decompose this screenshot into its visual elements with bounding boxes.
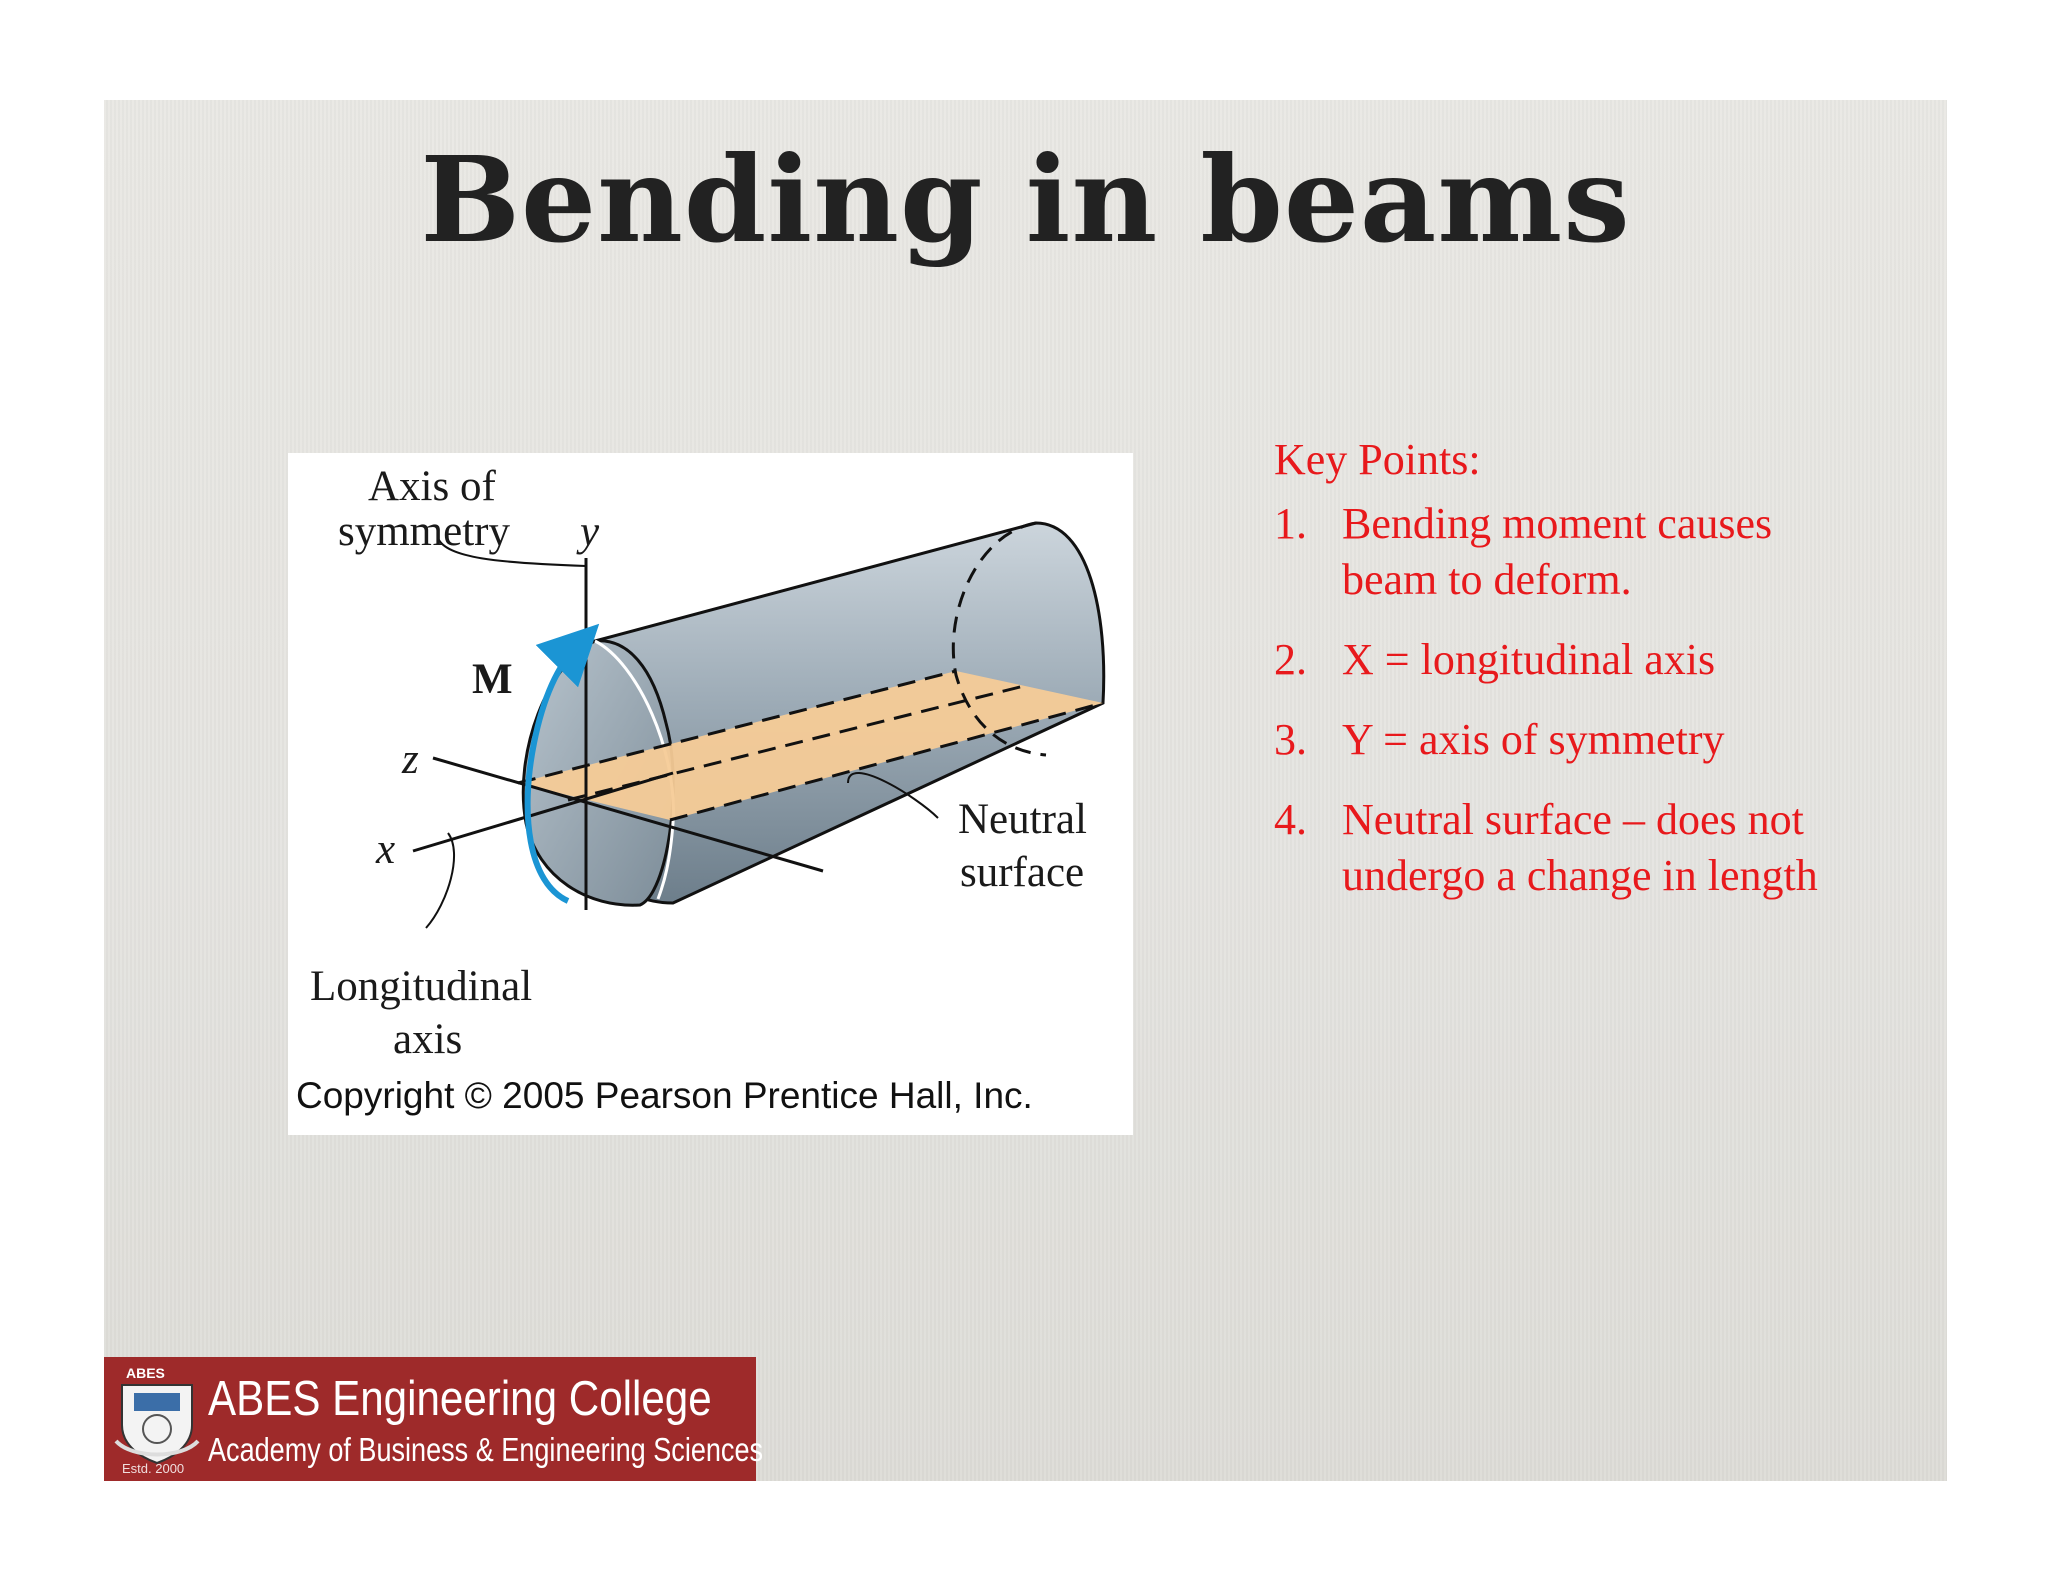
label-z: z — [401, 736, 419, 783]
crest-icon — [114, 1384, 200, 1465]
key-point-text: Neutral surface – does not undergo a cha… — [1342, 795, 1818, 900]
key-points-list: 1. Bending moment causes beam to deform.… — [1274, 496, 1834, 904]
key-point-number: 3. — [1274, 715, 1307, 764]
figure-copyright: Copyright © 2005 Pearson Prentice Hall, … — [296, 1075, 1033, 1116]
label-neutral: Neutral — [958, 796, 1087, 843]
label-axis: axis — [393, 1016, 462, 1063]
x-axis-line — [412, 771, 674, 853]
key-point-item: 4. Neutral surface – does not undergo a … — [1274, 792, 1834, 904]
key-points: Key Points: 1. Bending moment causes bea… — [1274, 432, 1834, 928]
beam-diagram: Axis of symmetry y M z x Neutral surface… — [310, 463, 1106, 1063]
college-subtitle: Academy of Business & Engineering Scienc… — [208, 1431, 764, 1468]
key-point-item: 3. Y = axis of symmetry — [1274, 712, 1834, 768]
label-axis-of: Axis of — [368, 463, 496, 510]
key-point-number: 4. — [1274, 795, 1307, 844]
label-longitudinal: Longitudinal — [310, 963, 532, 1010]
label-y: y — [576, 508, 600, 555]
slide: Bending in beams — [104, 100, 1947, 1481]
label-surface: surface — [960, 849, 1084, 896]
label-x: x — [375, 826, 395, 873]
key-points-heading: Key Points: — [1274, 435, 1481, 484]
key-point-text: X = longitudinal axis — [1342, 635, 1716, 684]
key-point-number: 2. — [1274, 635, 1307, 684]
slide-title: Bending in beams — [420, 130, 1631, 269]
key-point-number: 1. — [1274, 499, 1307, 548]
college-crest-logo: ABES Estd. 2000 — [112, 1363, 202, 1476]
college-name: ABES Engineering College — [208, 1372, 712, 1426]
key-point-text: Bending moment causes beam to deform. — [1342, 499, 1773, 604]
label-moment: M — [472, 656, 513, 703]
college-banner: ABES Estd. 2000 ABES Engineering College… — [104, 1357, 763, 1481]
moment-arrow — [524, 623, 600, 904]
beam-back-outline — [951, 521, 1047, 757]
key-point-item: 1. Bending moment causes beam to deform. — [1274, 496, 1834, 608]
crest-logo-text: ABES — [126, 1365, 165, 1381]
key-point-text: Y = axis of symmetry — [1342, 715, 1725, 764]
neutral-surface-plane — [518, 671, 1103, 820]
beam-bending-figure: Axis of symmetry y M z x Neutral surface… — [288, 453, 1133, 1135]
established-year: Estd. 2000 — [122, 1461, 185, 1476]
label-symmetry: symmetry — [338, 508, 510, 555]
key-point-item: 2. X = longitudinal axis — [1274, 632, 1834, 688]
z-axis-line — [432, 756, 824, 873]
